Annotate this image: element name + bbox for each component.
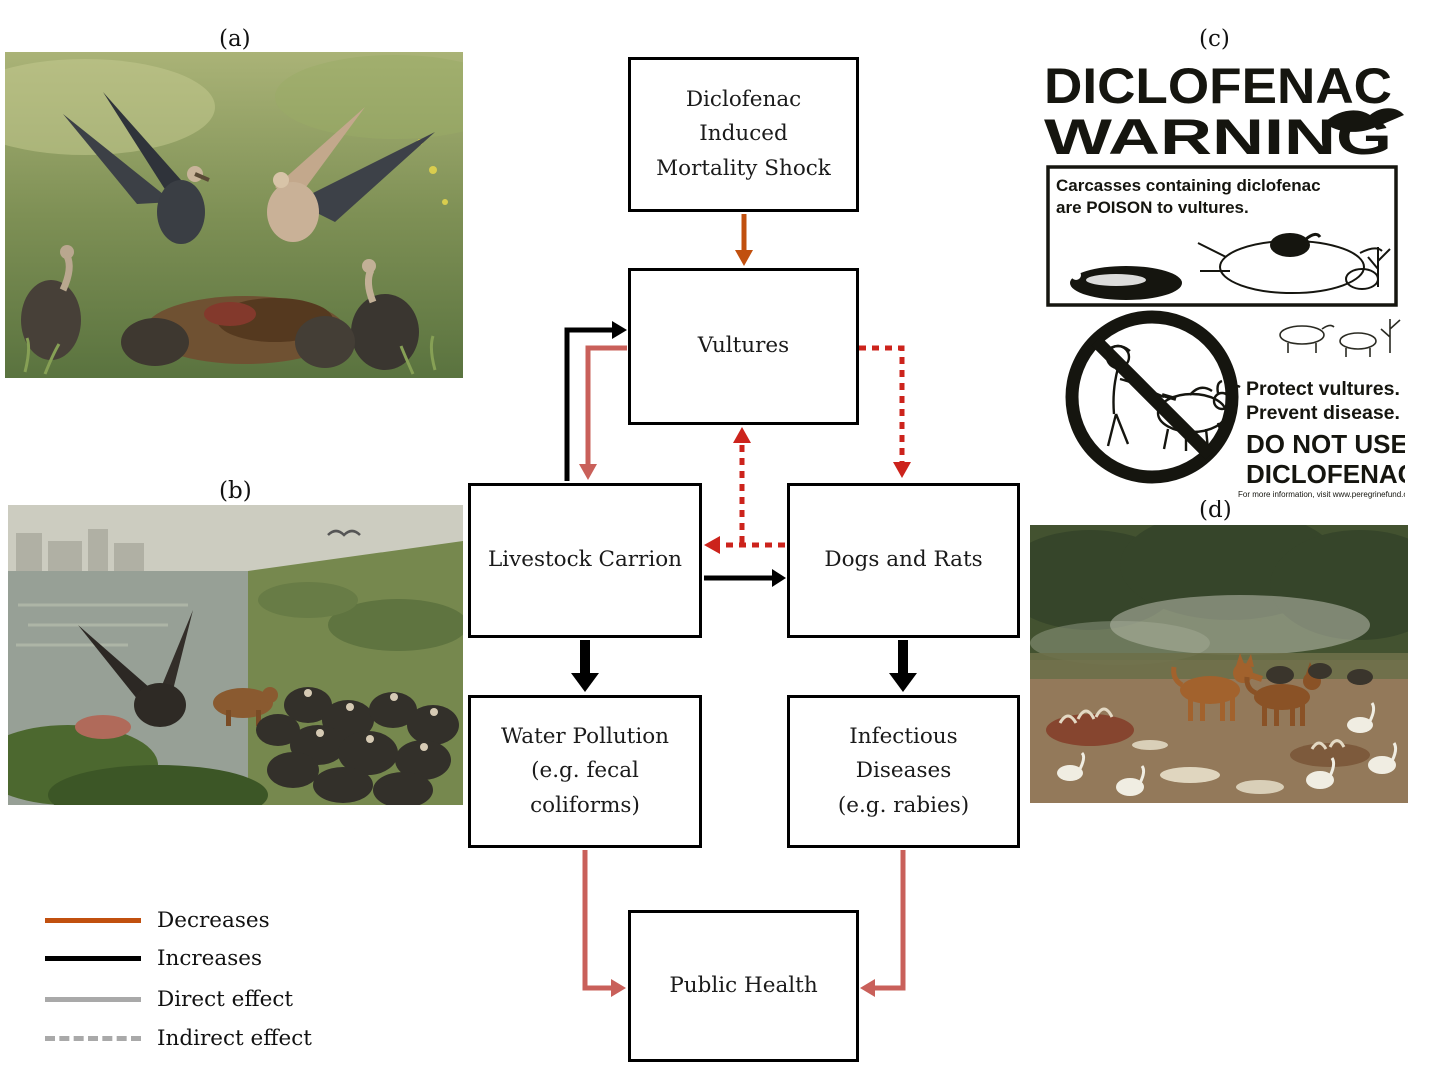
flying-vulture-sketch [1324,108,1404,132]
node-public-health: Public Health [628,910,859,1062]
poster-carcass-text-line2: are POISON to vultures. [1056,198,1249,217]
vulture-silhouette [267,107,435,242]
carcass-in-water [75,715,131,739]
legend-item-increases: Increases [45,944,262,972]
legend-line-decreases [45,917,141,923]
panel-label-d: (d) [1199,497,1232,523]
vulture-flock [256,687,459,805]
legend-item-direct-effect: Direct effect [45,985,293,1013]
egret-silhouette [1057,702,1398,796]
dog-silhouette [1171,653,1263,721]
poster-protect-line1: Protect vultures. [1246,378,1400,400]
node-label: Public Health [669,972,818,998]
arrow-diseases-direct-health [860,850,906,997]
background-birds [1266,663,1373,685]
legend-item-decreases: Decreases [45,906,270,934]
vulture-heads [304,689,438,751]
dog-silhouette [213,687,278,726]
dog-silhouette [1244,662,1321,726]
legend-line-increases [45,955,141,961]
poster-protect-line2: Prevent disease. [1246,402,1400,424]
arrow-dogs-indirect-livestock [704,536,785,554]
vulture-silhouette [21,245,81,360]
node-water-pollution: Water Pollution (e.g. fecal coliforms) [468,695,702,848]
photo-b-vultures-riverbank [8,505,463,805]
panel-label-b: (b) [219,478,252,504]
poster-donotuse-line1: DO NOT USE [1246,429,1405,459]
panel-label-c: (c) [1199,26,1230,52]
node-label: Vultures [697,333,790,359]
legend-label: Increases [157,945,262,971]
node-dogs-and-rats: Dogs and Rats [787,483,1020,638]
photo-d-dogs-at-dump [1030,525,1408,803]
legend-label: Decreases [157,907,270,933]
poster-title-line1: DICLOFENAC [1044,58,1392,114]
vulture-silhouette [121,316,355,368]
arrow-livestock-increases-water [571,640,599,692]
node-label: Diclofenac Induced Mortality Shock [656,86,831,181]
arrow-vultures-indirect-dogs [859,345,911,478]
panel-label-a: (a) [219,26,251,52]
node-label: Livestock Carrion [487,547,683,573]
node-livestock-carrion: Livestock Carrion [468,483,702,638]
arrow-dogs-increases-diseases [889,640,917,692]
flying-bird [327,529,361,537]
node-diclofenac-mortality-shock: Diclofenac Induced Mortality Shock [628,57,859,212]
arrow-livestock-increases-dogs [704,569,786,587]
grass-strokes [23,335,437,375]
smoke-haze [1110,595,1370,655]
node-label: Dogs and Rats [824,547,983,573]
poster-donotuse-line2: DICLOFENAC. [1246,459,1405,489]
legend-item-indirect-effect: Indirect effect [45,1024,312,1052]
distant-city [16,529,144,571]
photo-a-vultures-fighting [5,52,463,378]
carcass-warning-box: Carcasses containing diclofenac are POIS… [1046,165,1398,307]
legend-label: Direct effect [157,986,294,1012]
arrow-water-direct-health [582,850,626,997]
legend-label: Indirect effect [157,1025,312,1051]
arrow-indirect-back-to-vultures [733,427,751,543]
vulture-on-carcass [1270,232,1322,257]
legend-line-direct [45,996,141,1002]
arrow-livestock-increases-vultures [564,321,627,481]
bones [1046,707,1370,794]
node-infectious-diseases: Infectious Diseases (e.g. rabies) [787,695,1020,848]
node-label: Infectious Diseases (e.g. rabies) [837,723,970,818]
arrow-shock-decreases-vultures [735,214,753,266]
prohibition-sign [1065,310,1241,484]
dark-carcass-sketch [1070,266,1182,300]
legend-line-indirect [45,1035,141,1041]
poster-c-diclofenac-warning: DICLOFENAC WARNING Carcasses containing … [1040,57,1405,500]
vulture-silhouette [78,610,193,727]
arrow-vultures-direct-livestock [579,345,627,480]
poster-footer: For more information, visit www.peregrin… [1238,490,1405,499]
node-label: Water Pollution (e.g. fecal coliforms) [501,723,669,818]
dead-tree-sketch [1367,247,1391,287]
poster-carcass-text-line1: Carcasses containing diclofenac [1056,176,1321,195]
cattle-sketch [1279,319,1401,357]
node-vultures: Vultures [628,268,859,425]
vulture-silhouette [63,92,210,244]
